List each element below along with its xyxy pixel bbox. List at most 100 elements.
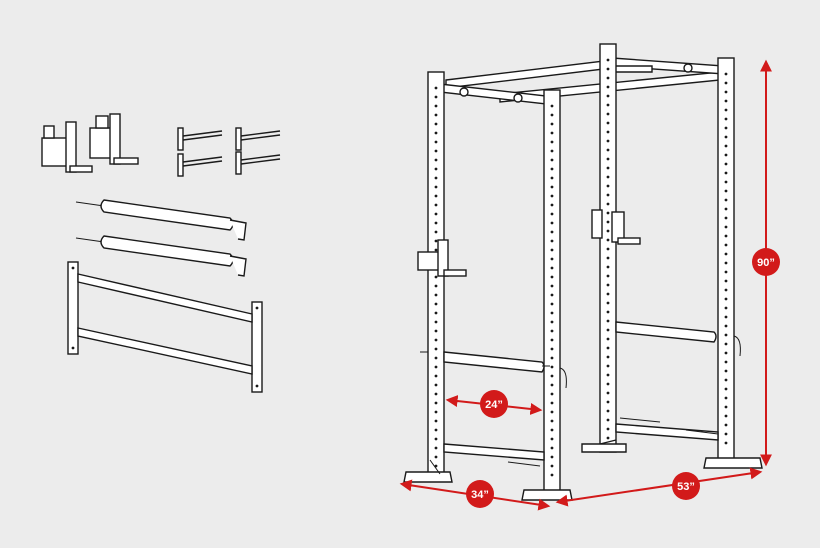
upright-hole <box>724 171 728 175</box>
upright-hole <box>550 419 554 423</box>
upright-hole <box>434 140 438 144</box>
upright-hole <box>724 225 728 229</box>
upright-hole <box>434 410 438 414</box>
upright-hole <box>550 374 554 378</box>
upright-hole <box>550 140 554 144</box>
upright-hole <box>606 112 610 116</box>
upright-hole <box>724 90 728 94</box>
upright-hole <box>550 365 554 369</box>
upright-hole <box>724 117 728 121</box>
upright-hole <box>434 347 438 351</box>
upright-hole <box>550 194 554 198</box>
upright-hole <box>606 409 610 413</box>
upright-hole <box>724 288 728 292</box>
upright-hole <box>434 113 438 117</box>
upright-hole <box>724 135 728 139</box>
upright-hole <box>550 122 554 126</box>
upright-hole <box>724 315 728 319</box>
upright-hole <box>434 176 438 180</box>
upright-hole <box>434 167 438 171</box>
upright-hole <box>550 230 554 234</box>
upright-hole <box>434 437 438 441</box>
upright-hole <box>434 293 438 297</box>
upright-hole <box>550 464 554 468</box>
upright-hole <box>724 423 728 427</box>
upright-hole <box>724 306 728 310</box>
upright-hole <box>434 365 438 369</box>
upright-hole <box>550 275 554 279</box>
upright-hole <box>550 311 554 315</box>
upright-hole <box>550 203 554 207</box>
upright-hole <box>550 338 554 342</box>
upright-hole <box>434 275 438 279</box>
upright-hole <box>724 297 728 301</box>
depth-label: 34” <box>471 489 489 501</box>
upright-holes <box>434 58 728 477</box>
upright-hole <box>724 405 728 409</box>
upright-hole <box>434 185 438 189</box>
upright-hole <box>434 131 438 135</box>
upright-hole <box>606 391 610 395</box>
upright-hole <box>434 212 438 216</box>
upright-hole <box>724 333 728 337</box>
upright-hole <box>550 167 554 171</box>
upright-hole <box>606 328 610 332</box>
upright-hole <box>724 153 728 157</box>
upright-hole <box>724 180 728 184</box>
upright-hole <box>434 320 438 324</box>
upright-hole <box>606 193 610 197</box>
upright-hole <box>550 329 554 333</box>
upright-hole <box>550 383 554 387</box>
upright-hole <box>724 72 728 76</box>
height-label: 90” <box>757 257 775 269</box>
upright-hole <box>550 410 554 414</box>
upright-hole <box>434 230 438 234</box>
upright-hole <box>606 130 610 134</box>
upright-hole <box>550 113 554 117</box>
upright-hole <box>550 455 554 459</box>
upright-hole <box>724 108 728 112</box>
upright-hole <box>606 67 610 71</box>
upright-hole <box>550 149 554 153</box>
upright-hole <box>606 337 610 341</box>
upright-hole <box>724 432 728 436</box>
upright-hole <box>606 238 610 242</box>
upright-hole <box>606 364 610 368</box>
upright-hole <box>434 158 438 162</box>
upright-hole <box>606 94 610 98</box>
dimension-width: 53” <box>555 467 763 507</box>
upright-hole <box>550 284 554 288</box>
upright-hole <box>550 248 554 252</box>
power-rack-icon <box>403 43 763 501</box>
upright-hole <box>724 342 728 346</box>
upright-hole <box>434 374 438 378</box>
upright-hole <box>434 149 438 153</box>
upright-hole <box>724 261 728 265</box>
upright-hole <box>550 401 554 405</box>
upright-hole <box>724 162 728 166</box>
upright-hole <box>724 81 728 85</box>
upright-hole <box>434 86 438 90</box>
upright-hole <box>724 207 728 211</box>
upright-hole <box>606 382 610 386</box>
upright-hole <box>434 338 438 342</box>
dip-bar-icon <box>67 261 263 393</box>
upright-hole <box>550 356 554 360</box>
upright-hole <box>606 184 610 188</box>
upright-hole <box>724 243 728 247</box>
upright-hole <box>724 234 728 238</box>
upright-hole <box>606 418 610 422</box>
upright-hole <box>606 202 610 206</box>
dimension-height: 90” <box>752 59 780 467</box>
upright-hole <box>434 392 438 396</box>
upright-hole <box>606 274 610 278</box>
upright-hole <box>550 185 554 189</box>
upright-hole <box>606 310 610 314</box>
upright-hole <box>724 324 728 328</box>
upright-hole <box>606 436 610 440</box>
upright-hole <box>606 211 610 215</box>
upright-hole <box>606 175 610 179</box>
upright-hole <box>550 302 554 306</box>
upright-hole <box>724 387 728 391</box>
